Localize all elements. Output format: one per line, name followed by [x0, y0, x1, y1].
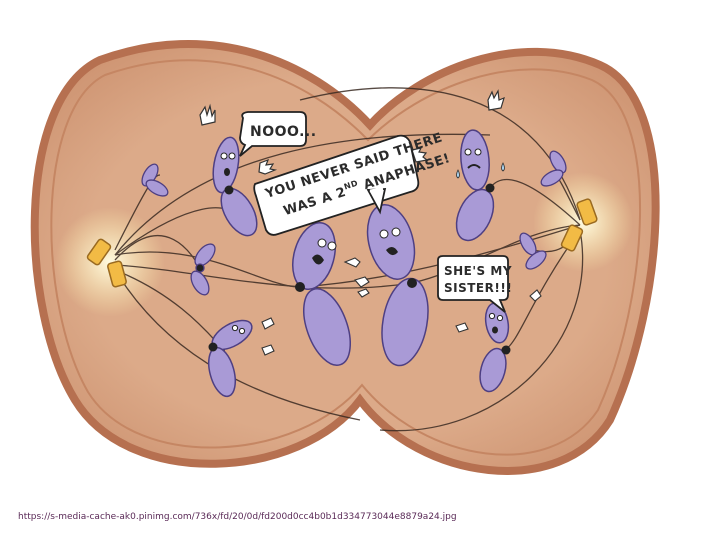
left-centrosome-glow	[55, 207, 165, 317]
left-centrosome	[86, 238, 127, 288]
right-centrosome	[560, 198, 598, 252]
nooo-text: NOOO...	[250, 124, 317, 140]
chromosome-crying	[411, 89, 505, 242]
never-said-line2-sup: ND	[343, 179, 359, 192]
speech-bubble-nooo: NOOO...	[239, 111, 317, 157]
speech-bubble-sister: SHE'S MY SISTER!!!	[437, 255, 512, 313]
small-chromosome-top-right	[540, 150, 567, 187]
chromosome-bottom-right	[455, 289, 542, 393]
small-chromosome-mid-right	[519, 232, 547, 270]
cell-inner-outline	[50, 59, 641, 456]
small-chromosome-mid-left	[190, 243, 216, 296]
chromosome-bottom-left	[207, 317, 275, 398]
chromosome-nooo	[199, 103, 278, 237]
image-source-caption: https://s-media-cache-ak0.pinimg.com/736…	[18, 512, 457, 522]
chromosome-center-right	[354, 204, 429, 367]
chromosome-center-left	[292, 222, 361, 366]
small-chromosome-top-left	[141, 163, 169, 197]
sister-line2: SISTER!!!	[444, 281, 512, 295]
sister-line1: SHE'S MY	[444, 264, 512, 278]
